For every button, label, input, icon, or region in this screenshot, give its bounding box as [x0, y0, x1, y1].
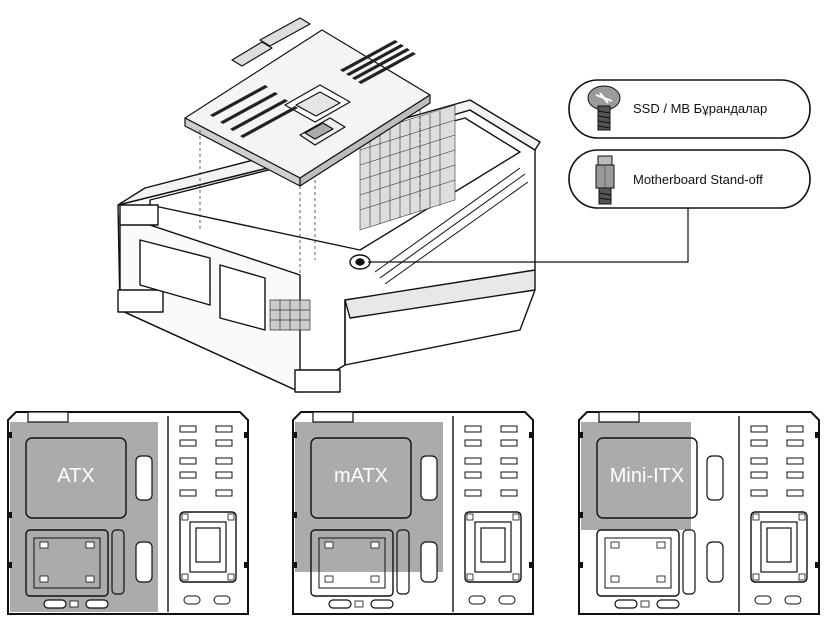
tray-panel-matx: mATX — [292, 411, 534, 615]
chassis-illustration — [117, 99, 541, 393]
motherboard-area — [295, 422, 443, 572]
standoff-label: Motherboard Stand-off — [633, 172, 763, 187]
tray-panel-atx: ATX — [7, 411, 249, 615]
motherboard-illustration — [184, 17, 431, 275]
callout-leader-line — [368, 208, 689, 263]
screw-callout: SSD / MB Бұрандалар — [568, 79, 811, 139]
form-factor-label: mATX — [334, 465, 388, 487]
standoff-callout: Motherboard Stand-off — [568, 149, 811, 209]
motherboard-area — [10, 422, 158, 612]
form-factor-label: Mini-ITX — [610, 465, 684, 487]
tray-panel-mini-itx: Mini-ITX — [578, 411, 820, 615]
motherboard-area — [581, 422, 691, 530]
form-factor-label: ATX — [57, 465, 94, 487]
screw-icon — [587, 85, 621, 131]
standoff-icon — [595, 155, 615, 205]
screw-label: SSD / MB Бұрандалар — [633, 101, 767, 116]
